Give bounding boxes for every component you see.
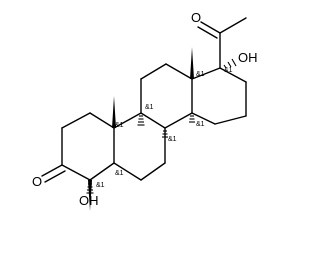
ketone-double-bond — [41, 164, 66, 183]
acetyl-oxygen-label: O — [191, 10, 201, 25]
stereo-label-c17: &1 — [224, 67, 233, 74]
stereo-label-c10: &1 — [115, 122, 124, 129]
ketone-oxygen-label: O — [32, 174, 42, 189]
c6-methyl-bond — [88, 180, 92, 211]
c5-hydroxyl-hash — [86, 183, 94, 194]
stereo-label-c9: &1 — [145, 104, 154, 111]
angular-methyls — [112, 47, 194, 128]
ring-c-bonds — [140, 63, 193, 129]
c18-methyl-wedge — [190, 47, 194, 79]
stereo-label-c5: &1 — [115, 170, 124, 177]
c17-hydroxyl-label: OH — [238, 50, 258, 65]
structure-canvas: O OH OH O &1 &1 &1 &1 &1 &1 &1 &1 — [32, 10, 258, 211]
stereo-label-c14: &1 — [196, 121, 205, 128]
stereo-label-c8: &1 — [168, 136, 177, 143]
stereo-label-c6: &1 — [96, 182, 105, 189]
c5-hydroxyl-label: OH — [79, 193, 99, 208]
c19-methyl-wedge — [112, 96, 116, 128]
hashed-h-bonds — [137, 115, 195, 138]
ring-a-bonds — [61, 112, 115, 181]
stereo-label-c13: &1 — [196, 71, 205, 78]
ring-d-bonds — [191, 67, 247, 125]
molecule-structure: O OH OH O &1 &1 &1 &1 &1 &1 &1 &1 — [32, 10, 258, 211]
c17-substituents — [197, 17, 247, 69]
